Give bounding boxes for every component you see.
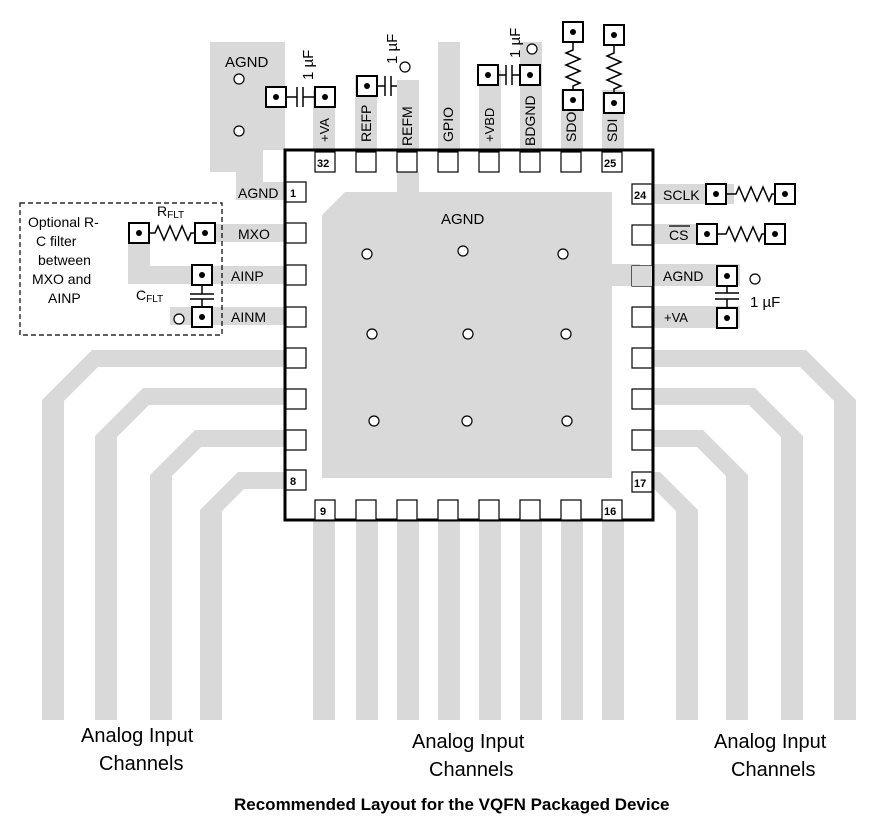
- pin-number-17: 17: [634, 478, 646, 490]
- pin-label-sdo: SDO: [563, 112, 579, 142]
- trace-left-2: [95, 388, 286, 720]
- trace-right-1: [652, 350, 856, 720]
- channels-middle-line2: Channels: [429, 759, 514, 781]
- resistor-symbols: [149, 42, 775, 243]
- pin-number-8: 8: [290, 476, 296, 488]
- thermal-pad-label: AGND: [441, 211, 485, 228]
- trace-bottom-4: [438, 520, 460, 720]
- trace-mxo: [210, 224, 286, 242]
- pin-number-25: 25: [604, 158, 616, 170]
- agnd-top-vias: [233, 73, 245, 137]
- pin-label-vbd: +VBD: [482, 108, 497, 142]
- filter-note-line4: MXO and: [32, 271, 91, 287]
- pin-label-va-top: +VA: [317, 118, 332, 142]
- trace-left-4: [200, 472, 286, 720]
- trace-right-4: [652, 472, 698, 720]
- capacitor-symbols: [190, 65, 739, 308]
- trace-gpio: [438, 42, 460, 150]
- trace-bottom-3: [397, 520, 419, 720]
- cap-value-ref: 1 µF: [384, 34, 401, 64]
- pin-label-refm: REFM: [399, 106, 415, 146]
- analog-input-traces: [42, 350, 856, 720]
- pin-label-gpio: GPIO: [440, 107, 456, 142]
- cap-value-top: 1 µF: [300, 50, 317, 80]
- trace-left-3: [150, 430, 286, 720]
- sdi-resistor: [605, 45, 623, 93]
- cs-resistor: [717, 225, 765, 243]
- agnd-thermal-pad: [322, 172, 640, 478]
- filter-note-line1: Optional R-: [28, 214, 99, 230]
- thermal-vias: [361, 245, 573, 427]
- filter-note-line3: between: [38, 252, 91, 268]
- sclk-resistor: [726, 185, 775, 203]
- pin-label-refp: REFP: [358, 105, 374, 142]
- pin-label-sdi: SDI: [604, 119, 620, 142]
- pin-label-agnd: AGND: [238, 185, 278, 201]
- pin-label-ainp: AINP: [231, 268, 264, 284]
- open-vias: [173, 43, 761, 325]
- pin-label-mxo: MXO: [238, 226, 270, 242]
- rc-filter-box: [19, 202, 223, 336]
- trace-left-1: [42, 350, 286, 720]
- trace-ainm: [170, 307, 286, 325]
- cflt-label: CFLT: [136, 287, 163, 305]
- figure-title: Recommended Layout for the VQFN Packaged…: [234, 795, 670, 814]
- component-terminals: [128, 21, 796, 329]
- trace-bottom-7: [561, 520, 583, 720]
- trace-refp: [355, 75, 377, 167]
- pin-number-16: 16: [604, 506, 616, 518]
- pin-label-agnd-right: AGND: [663, 268, 703, 284]
- cap-value-right: 1 µF: [750, 294, 780, 311]
- channels-right-line2: Channels: [731, 759, 816, 781]
- filter-note-line2: C filter: [36, 233, 77, 249]
- trace-ainp: [128, 240, 286, 284]
- trace-right-2: [652, 388, 803, 720]
- pin-label-va-right: +VA: [664, 310, 688, 325]
- rflt-resistor: [149, 224, 195, 242]
- trace-vbd: [479, 70, 501, 150]
- pin-number-32: 32: [317, 158, 329, 170]
- channels-left-line1: Analog Input: [81, 725, 194, 747]
- trace-bottom-2: [356, 520, 378, 720]
- pin-label-bdgnd: BDGND: [522, 95, 538, 146]
- trace-bottom-5: [479, 520, 501, 720]
- trace-bottom-8: [602, 520, 624, 720]
- trace-bottom-6: [520, 520, 542, 720]
- trace-right-3: [652, 430, 748, 720]
- agnd-top-region: [210, 42, 285, 190]
- pin-label-ainm: AINM: [231, 309, 266, 325]
- trace-bottom-1: [313, 520, 335, 720]
- filter-note-line5: AINP: [48, 290, 81, 306]
- channels-left-line2: Channels: [99, 753, 184, 775]
- agnd-top-label: AGND: [225, 54, 269, 71]
- pin-number-1: 1: [290, 188, 296, 200]
- sdo-resistor: [564, 42, 582, 90]
- pin-label-sclk: SCLK: [663, 187, 700, 203]
- channels-right-line1: Analog Input: [714, 731, 827, 753]
- pin-number-24: 24: [634, 190, 647, 202]
- cap-value-vbd: 1 µF: [507, 28, 524, 58]
- pin-pads: [285, 151, 653, 521]
- trace-agnd-right: [630, 264, 740, 286]
- pin-label-cs: CS: [669, 227, 688, 243]
- pin-number-9: 9: [320, 506, 326, 518]
- trace-agnd-pin1: [236, 182, 286, 200]
- rflt-label: RFLT: [157, 203, 184, 221]
- channels-middle-line1: Analog Input: [412, 731, 525, 753]
